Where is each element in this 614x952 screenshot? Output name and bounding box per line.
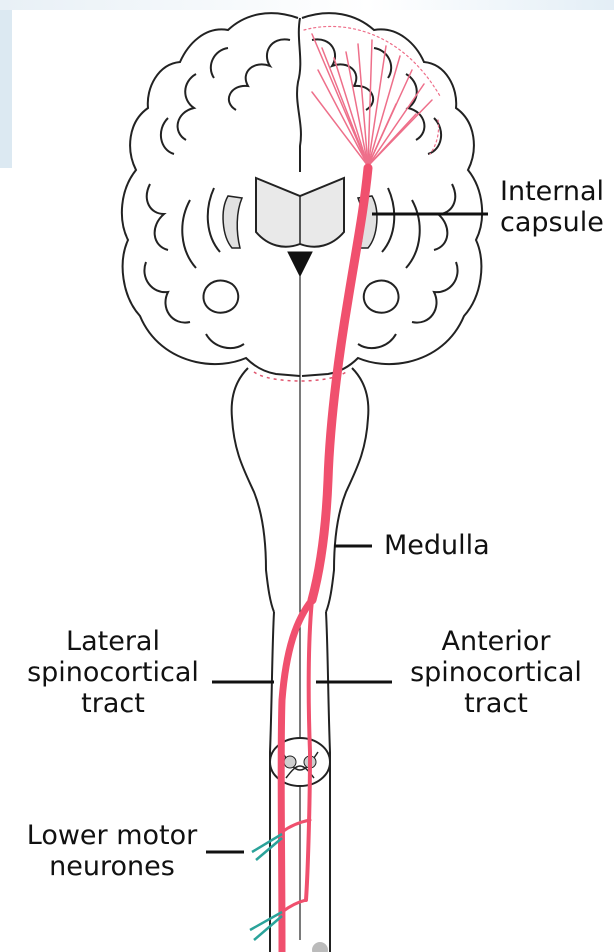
label-lower-motor-neurones: Lower motor neurones [22,820,202,882]
corticospinal-tract [281,26,440,952]
label-lateral-spinocortical-tract: Lateral spinocortical tract [18,626,208,719]
label-internal-capsule-line2: capsule [500,207,604,238]
cord-right-edge [326,612,330,952]
right-temporal-pole [364,281,399,313]
label-lateral-line1: Lateral [18,626,208,657]
anterior-branch-2 [282,900,306,912]
brainstem [232,276,369,940]
label-anterior-line3: tract [396,688,596,719]
label-anterior-line2: spinocortical [396,657,596,688]
label-internal-capsule-line1: Internal [500,176,604,207]
left-temporal-pole [203,281,238,313]
longitudinal-fissure [297,18,301,172]
right-insula [382,188,420,268]
label-lateral-line2: spinocortical [18,657,208,688]
label-lmn-line2: neurones [22,851,202,882]
label-internal-capsule: Internal capsule [500,176,604,238]
cord-left-edge [270,612,274,952]
anterior-branch-1 [282,820,310,832]
lower-motor-neurones-graphic [250,834,282,940]
label-medulla: Medulla [384,530,490,561]
left-lentiform [223,196,242,248]
left-insula [182,188,220,268]
brainstem-outline-left [232,368,274,612]
label-anterior-spinocortical-tract: Anterior spinocortical tract [396,626,596,719]
bottom-marker [312,942,328,952]
label-lmn-line1: Lower motor [22,820,202,851]
label-anterior-line1: Anterior [396,626,596,657]
label-lateral-line3: tract [18,688,208,719]
